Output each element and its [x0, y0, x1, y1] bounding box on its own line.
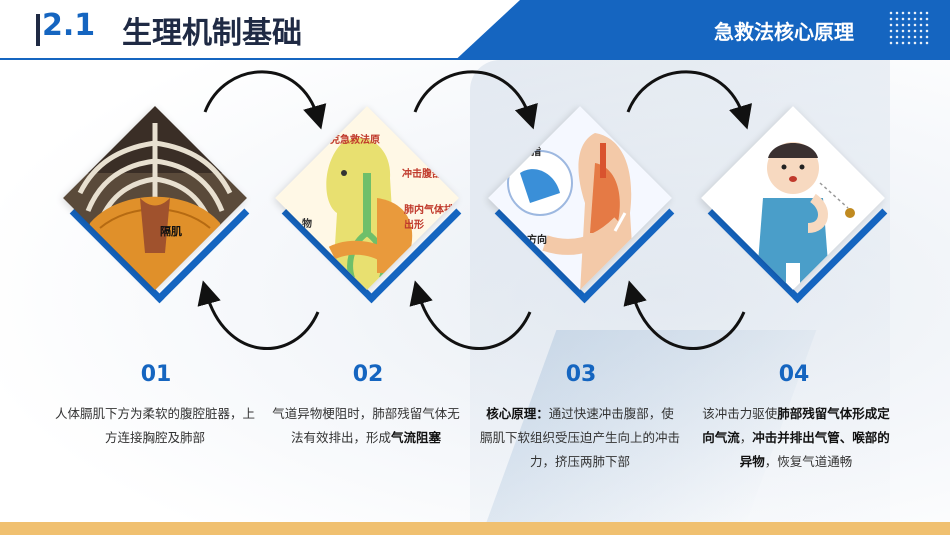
step-3-number: 03: [565, 362, 597, 387]
step-1-text: 人体膈肌下方为柔软的腹腔脏器，上方连接胸腔及肺部: [55, 406, 256, 445]
arrow-top-2-3: [413, 70, 538, 130]
step-4-number: 04: [778, 362, 810, 387]
step-4-bold-text-1: 肺部残留气体形成定向气流: [702, 406, 890, 445]
step-3-description: 核心原理：通过快速冲击腹部，使膈肌下软组织受压迫产生向上的冲击力，挤压两肺下部: [480, 402, 680, 474]
step-2-bold-text: 气流阻塞: [391, 430, 442, 445]
arrow-bottom-3-2: [409, 280, 532, 350]
step-4-text-2: ，: [739, 430, 753, 445]
step-2-number: 02: [352, 362, 384, 387]
step-4-text-3: ，恢复气道通畅: [764, 454, 853, 469]
step-3-bold-text: 核心原理：: [486, 406, 549, 421]
step-4-description: 该冲击力驱使肺部残留气体形成定向气流，冲击并排出气管、喉部的异物，恢复气道通畅: [696, 402, 896, 474]
step-1-image-label: 隔肌: [160, 225, 182, 238]
step-2-description: 气道异物梗阻时，肺部残留气体无法有效排出，形成气流阻塞: [268, 402, 464, 450]
arrow-bottom-4-3: [623, 280, 746, 350]
bottom-accent-bar: [0, 522, 950, 535]
dot-grid-decoration: [888, 10, 930, 46]
header-title-area: [0, 0, 520, 58]
header-divider: [0, 58, 950, 60]
header-accent-bar: [36, 14, 40, 46]
step-4-bold-text-2: 冲击并排出气管、喉部的异物: [739, 430, 890, 469]
step-3-text: 通过快速冲击腹部，使膈肌下软组织受压迫产生向上的冲击力，挤压两肺下部: [480, 406, 681, 469]
step-1-description: 人体膈肌下方为柔软的腹腔脏器，上方连接胸腔及肺部: [55, 402, 255, 450]
arrow-top-3-4: [626, 70, 753, 130]
step-1-number: 01: [140, 362, 172, 387]
section-subtitle: 急救法核心原理: [714, 20, 854, 44]
arrow-top-1-2: [203, 70, 327, 130]
step-2-text: 气道异物梗阻时，肺部残留气体无法有效排出，形成: [272, 406, 460, 445]
page-title: 生理机制基础: [122, 16, 302, 51]
arrow-bottom-2-1: [197, 280, 320, 350]
section-number: 2.1: [42, 8, 96, 43]
step-4-text-1: 该冲击力驱使: [702, 406, 778, 421]
